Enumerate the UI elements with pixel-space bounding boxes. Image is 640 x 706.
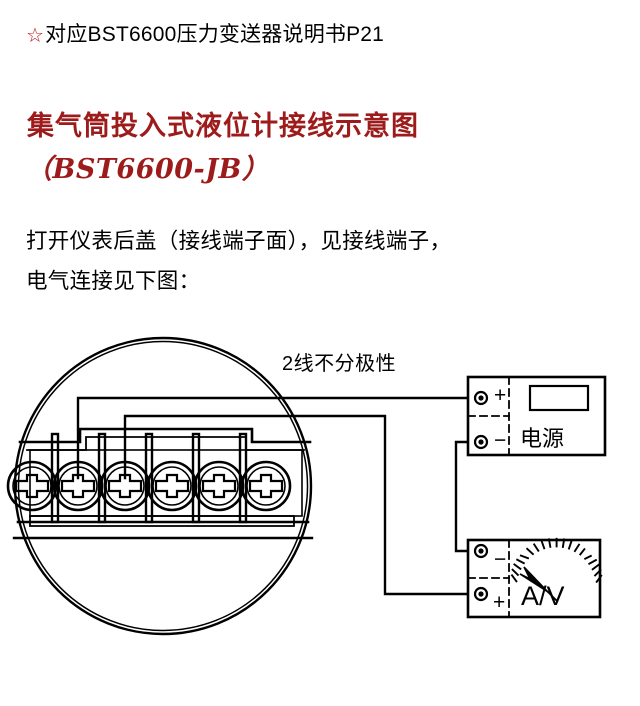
screw-terminals: [6, 460, 292, 512]
meter-terminal-minus-label: −: [494, 548, 507, 571]
phillips-screw-icon: [6, 460, 58, 512]
gauge-needle-icon: [519, 566, 558, 602]
star-icon: ☆: [26, 25, 45, 47]
wire-to-psu-positive: [76, 396, 511, 480]
instruction-line-2: 电气连接见下图：: [26, 269, 201, 293]
reference-note: ☆对应BST6600压力变送器说明书P21: [26, 20, 384, 51]
meter-box: [466, 537, 603, 619]
phillips-screw-icon: [193, 460, 245, 512]
housing-circle-inner: [17, 340, 309, 632]
page-title-model: （BST6600-JB）: [25, 154, 270, 185]
gauge-scale-icon: [510, 537, 603, 584]
phillips-screw-icon: [240, 460, 292, 512]
polarity-label: 2线不分极性: [282, 353, 397, 375]
wire-to-meter-positive: [123, 414, 511, 596]
wire-psu-negative-to-meter-negative: [454, 440, 511, 553]
meter-label: A/V: [521, 581, 565, 611]
psu-terminal-minus-label: −: [494, 429, 507, 452]
psu-display-icon: [528, 384, 590, 412]
power-supply-label: 电源: [520, 426, 565, 451]
terminal-block-base-bar: [29, 515, 295, 527]
terminal-block-rail-upper: [29, 449, 303, 517]
page-title: 集气筒投入式液位计接线示意图: [27, 111, 419, 142]
wiring-diagram: [0, 326, 640, 646]
terminal-separator-fins: [50, 432, 248, 524]
instruction-line-1: 打开仪表后盖（接线端子面），见接线端子，: [26, 229, 452, 253]
meter-terminal-plus-label: +: [493, 591, 506, 614]
psu-terminal-plus-label: +: [494, 384, 507, 407]
terminal-block-inner-step: [26, 436, 305, 451]
phillips-screw-icon: [146, 460, 198, 512]
reference-note-text: 对应BST6600压力变送器说明书P21: [45, 23, 385, 46]
power-supply-box: [466, 375, 607, 457]
terminal-block-outline: [18, 427, 312, 444]
